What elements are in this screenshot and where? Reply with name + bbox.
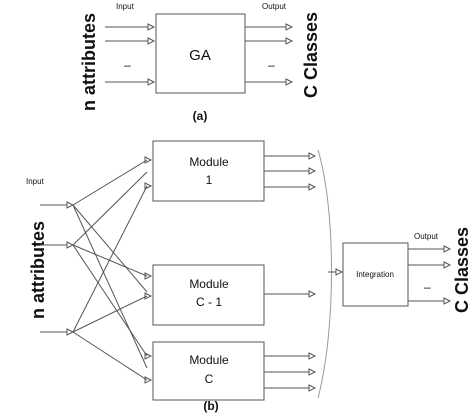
module-output-arrows (264, 152, 317, 392)
arrow-head (66, 328, 75, 336)
panel-a-output-arrows (245, 23, 294, 86)
connection-line (72, 159, 148, 206)
arrow-head (285, 37, 294, 45)
panel-b-input-stubs (40, 201, 75, 336)
module-c-index: C (205, 372, 214, 386)
arrow-head (144, 292, 153, 300)
connection-line (72, 244, 148, 357)
panel-a-c-classes-label: C Classes (301, 12, 321, 98)
connection-arrowheads (144, 156, 153, 384)
merge-bracket (317, 149, 332, 399)
arrow-head (285, 78, 294, 86)
connection-lines (72, 159, 148, 381)
panel-a-output-label: Output (262, 2, 287, 11)
module-1-block (152, 140, 265, 202)
panel-b: Input n attributes (26, 140, 472, 413)
arrow-head (144, 272, 153, 280)
arrow-head (443, 261, 452, 269)
panel-b-c-classes-label: C Classes (452, 227, 472, 313)
arrow-head (66, 241, 75, 249)
module-c-name: Module (189, 353, 229, 367)
module-1-name: Module (189, 155, 229, 169)
connection-line (72, 295, 148, 333)
panel-a-input-dash: – (124, 58, 131, 72)
connection-line (72, 331, 148, 381)
arrow-head (308, 167, 317, 175)
arrow-head (144, 182, 153, 190)
arrow-head (144, 156, 153, 164)
connection-line (72, 185, 148, 333)
connection-line (72, 204, 148, 369)
panel-b-output-label: Output (414, 232, 439, 241)
panel-b-input-label: Input (26, 177, 45, 186)
arrow-head (147, 78, 156, 86)
arrow-head (443, 245, 452, 253)
integration-block (342, 242, 409, 307)
arrow-head (308, 384, 317, 392)
module-c-minus-1-block (152, 264, 265, 326)
panel-a-input-arrows (105, 23, 156, 86)
module-c-minus-1-name: Module (189, 277, 229, 291)
panel-a-output-dash: – (268, 58, 275, 72)
arrow-head (335, 268, 344, 276)
arrow-head (443, 297, 452, 305)
ga-block (155, 13, 246, 94)
panel-a: Input Output n attributes C Classes – GA… (79, 2, 321, 123)
arrow-head (147, 23, 156, 31)
panel-b-output-dash: – (424, 280, 431, 294)
arrow-head (147, 37, 156, 45)
panel-a-n-attributes-label: n attributes (79, 13, 99, 111)
caption-a: (a) (193, 109, 208, 123)
module-c-block (152, 341, 265, 401)
connection-line (72, 171, 148, 246)
arrow-head (308, 152, 317, 160)
module-1-index: 1 (206, 173, 213, 187)
module-c-minus-1-index: C - 1 (196, 295, 222, 309)
arrow-head (308, 183, 317, 191)
panel-a-input-label: Input (116, 2, 135, 11)
integration-label: Integration (356, 270, 394, 279)
arrow-head (308, 368, 317, 376)
arrow-head (144, 352, 153, 360)
caption-b: (b) (203, 399, 218, 413)
panel-b-n-attributes-label: n attributes (28, 221, 48, 319)
integration-input-arrow (328, 268, 344, 276)
ga-block-label: GA (189, 47, 211, 64)
connection-line (72, 244, 148, 277)
arrow-head (285, 23, 294, 31)
arrow-head (66, 201, 75, 209)
arrow-head (308, 290, 317, 298)
connection-line (72, 204, 148, 293)
arrow-head (144, 376, 153, 384)
arrow-head (308, 352, 317, 360)
integration-output-arrows (408, 245, 452, 305)
